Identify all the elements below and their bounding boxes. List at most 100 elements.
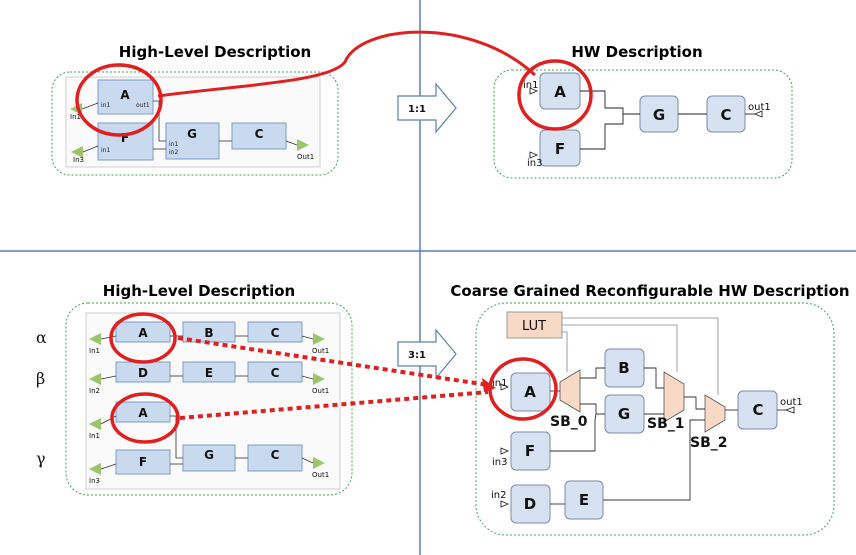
cgr-in3-arrow: [500, 447, 510, 455]
simulink-top-block-c: C: [231, 122, 287, 150]
cgr-out1-arrow: [784, 406, 795, 414]
hw-top-out1-label: out1: [748, 102, 771, 113]
svg-text:In3: In3: [89, 477, 100, 485]
svg-text:G: G: [618, 405, 630, 423]
top-right-boundary: [493, 69, 793, 179]
svg-text:E: E: [579, 491, 589, 509]
bottom-left-boundary: [65, 302, 353, 496]
svg-text:D: D: [138, 366, 148, 380]
svg-text:In3: In3: [73, 156, 84, 164]
svg-text:LUT: LUT: [522, 319, 546, 334]
cgr-in2-arrow: [500, 500, 510, 508]
svg-text:D: D: [524, 495, 536, 513]
switch-sb1: [663, 371, 685, 423]
simulink-row-alpha: In1 A B C Out1: [89, 321, 329, 355]
svg-text:3:1: 3:1: [408, 350, 426, 361]
bottom-right-boundary: [475, 302, 835, 536]
cgr-block-c: C: [737, 390, 778, 430]
cgr-block-d: D: [510, 484, 551, 524]
svg-text:in1: in1: [101, 147, 110, 154]
svg-text:Out1: Out1: [297, 153, 314, 161]
svg-text:B: B: [204, 326, 213, 340]
svg-text:Out1: Out1: [312, 471, 329, 479]
cgr-block-e: E: [564, 480, 604, 520]
cgr-block-a: A: [510, 372, 551, 412]
svg-text:In1: In1: [89, 347, 100, 355]
svg-text:Out1: Out1: [312, 387, 329, 395]
cgr-block-g: G: [604, 394, 645, 434]
highlight-link-curve: [157, 30, 537, 98]
switch-sb2: [704, 394, 726, 433]
svg-text:C: C: [752, 401, 763, 419]
hw-top-block-f: F: [539, 129, 581, 167]
svg-text:C: C: [720, 106, 731, 124]
svg-text:F: F: [555, 140, 565, 158]
svg-text:A: A: [524, 383, 536, 401]
dotted-arrow-gamma: [179, 390, 489, 420]
top-left-boundary: [51, 71, 339, 176]
alpha-label: α: [36, 328, 47, 347]
bottom-right-title: Coarse Grained Reconfigurable HW Descrip…: [450, 282, 849, 300]
hw-top-block-c: C: [706, 95, 746, 133]
svg-text:F: F: [121, 131, 129, 145]
svg-text:In1: In1: [70, 113, 81, 121]
top-right-title: HW Description: [571, 43, 702, 61]
cgr-in3-label: in3: [492, 457, 507, 468]
hw-top-in3-label: in3: [527, 158, 542, 169]
hw-top-block-g: G: [639, 95, 679, 133]
hw-top-block-a: A: [539, 72, 581, 110]
svg-text:In1: In1: [89, 432, 100, 440]
cgr-in2-label: in2: [491, 490, 506, 501]
simulink-row-gamma: In3 F G C Out1: [89, 444, 329, 485]
bottom-left-title: High-Level Description: [103, 282, 295, 300]
svg-text:A: A: [120, 88, 130, 102]
svg-text:A: A: [554, 83, 566, 101]
svg-text:C: C: [271, 326, 280, 340]
svg-text:F: F: [139, 455, 147, 469]
switch-sb2-label: SB_2: [690, 435, 728, 451]
cgr-in1-arrow: [500, 383, 510, 391]
svg-text:in1: in1: [101, 102, 110, 109]
simulink-top-block-g: G in1 in2: [165, 122, 220, 160]
top-left-title: High-Level Description: [119, 43, 311, 61]
svg-text:B: B: [618, 359, 629, 377]
highlight-ellipse-top-right: [517, 59, 593, 131]
simulink-bottom-wires: [100, 335, 314, 470]
switch-sb1-label: SB_1: [647, 416, 685, 432]
beta-label: β: [36, 369, 45, 388]
svg-text:In2: In2: [89, 387, 100, 395]
svg-text:A: A: [138, 406, 148, 420]
svg-text:G: G: [187, 127, 197, 141]
highlight-ellipse-cgr-a: [488, 357, 558, 421]
svg-text:F: F: [525, 442, 535, 460]
svg-text:C: C: [271, 448, 280, 462]
lut-block: LUT: [506, 311, 563, 339]
simulink-top-block-a: A in1 out1: [97, 79, 154, 115]
dotted-arrow-alpha: [177, 336, 489, 387]
hw-top-in1-label: in1: [523, 80, 538, 91]
svg-text:1:1: 1:1: [408, 104, 426, 115]
simulink-top-out1-port: [297, 139, 309, 151]
ratio-arrow-bottom: 3:1: [397, 328, 457, 380]
cgr-block-f: F: [510, 431, 551, 471]
lut-control-lines: [562, 317, 719, 395]
highlight-ellipse-top-left: [75, 63, 163, 137]
svg-text:E: E: [205, 366, 213, 380]
simulink-row-beta: In2 D E C Out1: [89, 361, 329, 395]
switch-sb0-label: SB_0: [550, 414, 588, 430]
highlight-ellipse-gamma-a: [110, 392, 180, 444]
svg-text:C: C: [271, 366, 280, 380]
cgr-wires: [550, 367, 786, 505]
svg-text:out1: out1: [136, 102, 150, 109]
svg-text:C: C: [255, 127, 264, 141]
svg-text:G: G: [653, 106, 665, 124]
simulink-top-in3-port: [71, 146, 83, 158]
ratio-arrow-top: 1:1: [397, 82, 457, 134]
gamma-label: γ: [36, 449, 46, 468]
switch-sb0: [559, 369, 581, 413]
cgr-block-b: B: [604, 348, 645, 388]
cgr-out1-label: out1: [780, 397, 803, 408]
svg-text:in2: in2: [169, 149, 178, 156]
svg-text:Out1: Out1: [312, 347, 329, 355]
